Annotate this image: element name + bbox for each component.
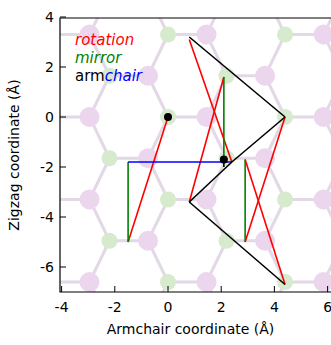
x-tick: [221, 286, 222, 292]
path-segment: [189, 77, 224, 202]
path-segment: [245, 117, 285, 242]
path-segment: [189, 40, 232, 163]
legend-entry: arm: [75, 69, 105, 84]
path-segment: [189, 202, 285, 285]
x-tick-label: -2: [108, 300, 122, 314]
lattice-atom: [255, 231, 275, 251]
y-tick: [60, 67, 66, 68]
x-tick: [114, 286, 115, 292]
path-segment: [128, 161, 232, 163]
lattice-atom: [277, 192, 293, 208]
legend-entry: chair: [105, 69, 142, 84]
point-marker: [164, 113, 172, 121]
y-tick: [60, 167, 66, 168]
lattice-atom: [101, 150, 117, 166]
axis-title: Zigzag coordinate (Å): [7, 79, 21, 230]
legend-entry: mirror: [75, 51, 121, 66]
y-tick-label: 2: [45, 60, 54, 74]
lattice-atom: [80, 272, 100, 292]
lattice-background: [60, 18, 331, 292]
path-segment: [127, 162, 129, 242]
path-segment: [128, 117, 168, 242]
axes-frame: [60, 17, 331, 292]
lattice-atom: [80, 190, 100, 210]
path-segment: [244, 160, 246, 243]
y-tick-label: 4: [45, 10, 54, 24]
lattice-atom: [160, 109, 176, 125]
x-tick-label: -4: [55, 300, 69, 314]
y-tick: [60, 217, 66, 218]
x-tick-label: 4: [270, 300, 279, 314]
y-tick: [60, 117, 66, 118]
lattice-atom: [219, 68, 235, 84]
symmetry-paths: [128, 37, 285, 285]
lattice-atom: [138, 231, 158, 251]
y-tick: [60, 267, 66, 268]
lattice-atom: [314, 25, 331, 45]
lattice-atom: [219, 233, 235, 249]
y-tick-label: 0: [45, 110, 54, 124]
lattice-atom: [255, 66, 275, 86]
lattice-atom: [160, 192, 176, 208]
path-segment: [223, 77, 225, 160]
x-tick-label: 6: [323, 300, 331, 314]
lattice-atom: [197, 25, 217, 45]
path-segment: [232, 117, 285, 162]
point-marker: [220, 156, 228, 164]
x-tick: [327, 286, 328, 292]
lattice-atom: [314, 190, 331, 210]
legend-text: arm: [75, 67, 105, 85]
lattice-atom: [314, 107, 331, 127]
axis-frame: [60, 18, 331, 292]
y-tick-label: -4: [40, 210, 54, 224]
lattice-atom: [101, 233, 117, 249]
x-tick: [61, 286, 62, 292]
lattice-atom: [277, 27, 293, 43]
y-tick-label: -6: [40, 260, 54, 274]
lattice-atom: [197, 272, 217, 292]
y-tick-label: -2: [40, 160, 54, 174]
y-tick: [60, 17, 66, 18]
axis-title: Armchair coordinate (Å): [107, 322, 275, 336]
legend-entry: rotation: [75, 33, 134, 48]
lattice-atom: [219, 150, 235, 166]
x-tick-label: 0: [164, 300, 173, 314]
lattice-atom: [80, 107, 100, 127]
x-tick: [168, 286, 169, 292]
lattice-atom: [160, 27, 176, 43]
path-segment: [189, 37, 285, 117]
legend-text: chair: [105, 67, 142, 85]
legend-text: mirror: [75, 49, 121, 67]
x-tick-label: 2: [217, 300, 226, 314]
x-tick: [274, 286, 275, 292]
legend-text: rotation: [75, 31, 134, 49]
lattice-atom: [314, 272, 331, 292]
path-segment: [189, 162, 232, 202]
